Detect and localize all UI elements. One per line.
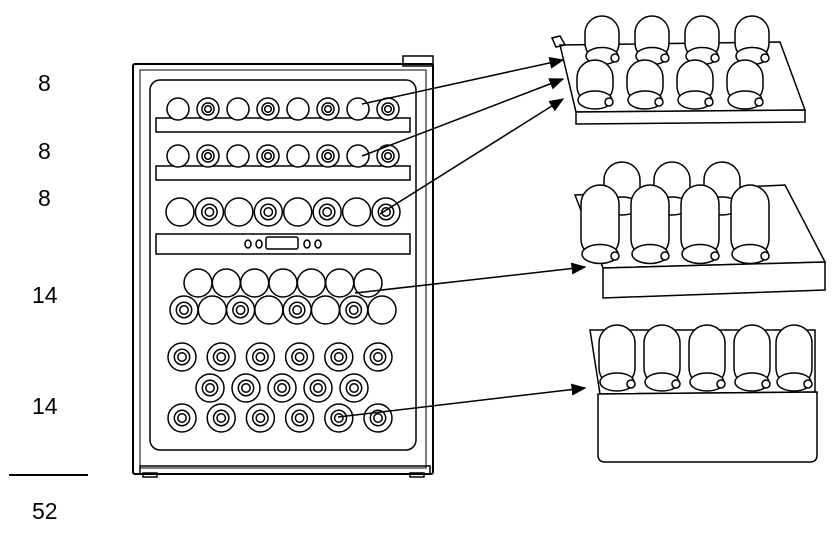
bottle: [183, 268, 213, 298]
bottle: [296, 268, 327, 298]
bottle-row-2: [166, 144, 400, 168]
bottle: [225, 295, 256, 325]
bottle: [282, 295, 312, 325]
shelf-count-2: 8: [38, 138, 51, 164]
shelf-count-3: 8: [38, 185, 51, 211]
shelf-count-4: 14: [32, 282, 58, 308]
bottle: [684, 15, 720, 66]
shelf-drawing-3: [589, 324, 818, 463]
bottle-row-3: [165, 197, 401, 227]
bottle: [643, 324, 681, 392]
bottle: [584, 15, 620, 66]
bottle: [346, 97, 370, 121]
bottle: [680, 184, 720, 265]
bottle-row-1: [166, 97, 400, 121]
bottle: [282, 197, 313, 227]
bottle: [341, 197, 372, 227]
bottle: [371, 197, 401, 227]
bottle: [206, 342, 236, 372]
bottle: [312, 197, 342, 227]
bottle: [197, 295, 228, 325]
bottle: [196, 97, 220, 121]
bottle: [254, 295, 284, 325]
bottle: [226, 97, 250, 121]
bottle: [630, 184, 670, 265]
sum-line: [9, 474, 88, 476]
bottle: [284, 342, 315, 372]
bottle: [376, 144, 400, 168]
bottle: [194, 197, 225, 227]
shelf-drawing-2: [573, 161, 827, 299]
shelf-drawing-1: [550, 15, 807, 125]
bottle: [367, 295, 397, 325]
bottle: [206, 403, 236, 433]
wine-cooler-cabinet: [132, 55, 434, 478]
shelf-rails: [155, 117, 411, 255]
bottle-row-5: [167, 342, 393, 433]
bottle: [363, 342, 393, 372]
bottle: [256, 97, 280, 121]
bottle: [239, 268, 270, 298]
bottle: [576, 59, 614, 110]
bottle: [316, 144, 340, 168]
bottle: [580, 184, 620, 265]
bottle: [688, 324, 726, 392]
bottle: [730, 184, 770, 265]
bottle: [339, 373, 369, 403]
bottle: [169, 295, 199, 325]
bottle: [303, 373, 333, 403]
bottle-row-4: [169, 268, 397, 325]
bottle: [363, 403, 393, 433]
bottle: [231, 373, 261, 403]
bottle: [226, 144, 250, 168]
bottle: [245, 403, 276, 433]
bottle: [733, 324, 771, 392]
bottle: [286, 97, 310, 121]
bottle: [376, 97, 400, 121]
bottle: [166, 97, 190, 121]
bottle: [324, 268, 355, 298]
bottle: [734, 15, 770, 66]
bottle: [195, 373, 225, 403]
bottle: [324, 403, 354, 433]
bottle: [775, 324, 813, 392]
total-count: 52: [32, 498, 58, 524]
bottle: [626, 59, 664, 110]
bottle: [166, 144, 190, 168]
bottle: [245, 342, 276, 372]
bottle: [196, 144, 220, 168]
bottle: [324, 342, 354, 372]
bottle: [676, 59, 714, 110]
bottle: [284, 403, 315, 433]
bottle: [316, 97, 340, 121]
leader-arrows: [337, 57, 587, 418]
bottle: [167, 342, 197, 372]
bottle: [346, 144, 370, 168]
bottle: [338, 295, 369, 325]
shelf-count-1: 8: [38, 70, 51, 96]
bottle: [634, 15, 670, 66]
bottle: [598, 324, 636, 392]
bottle: [310, 295, 341, 325]
bottle: [286, 144, 310, 168]
shelf-count-5: 14: [32, 393, 58, 419]
bottle: [224, 197, 254, 227]
bottle: [268, 268, 298, 298]
bottle: [211, 268, 242, 298]
bottle: [165, 197, 195, 227]
bottle: [726, 59, 764, 110]
control-panel: [244, 236, 322, 250]
bottle: [267, 373, 297, 403]
bottle: [167, 403, 197, 433]
bottle: [256, 144, 280, 168]
bottle: [253, 197, 284, 227]
